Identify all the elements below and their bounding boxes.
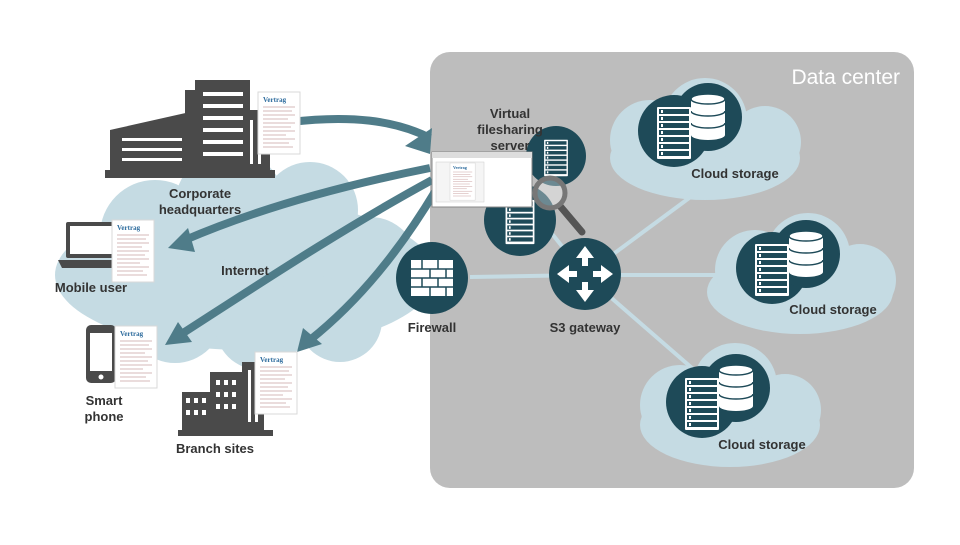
- magnifier-icon: [532, 175, 586, 236]
- internet-label: Internet: [221, 263, 269, 278]
- smartphone-icon: [86, 325, 116, 383]
- document-icon-branch: [254, 351, 298, 415]
- mobile-user-label: Mobile user: [54, 280, 128, 295]
- corporate-hq-label: Corporate headquarters: [158, 186, 242, 217]
- virtual-server-label: Virtual filesharing server: [477, 106, 543, 153]
- data-center-title: Data center: [791, 66, 900, 89]
- document-icon-mobile: [111, 219, 155, 283]
- arrow-server-to-branch: [297, 187, 440, 352]
- arrow-server-to-phone: [165, 176, 434, 345]
- document-icon-hq: [257, 91, 301, 155]
- arrow-server-to-mobile: [168, 164, 431, 252]
- smart-phone-label: Smart phone: [84, 393, 124, 424]
- firewall-label: Firewall: [407, 320, 457, 335]
- arrow-hq-to-server: [289, 114, 432, 154]
- document-icon-phone: [114, 325, 158, 389]
- cloud-storage-label-2: Cloud storage: [789, 302, 877, 317]
- corporate-building-icon: [105, 80, 275, 178]
- branch-sites-label: Branch sites: [175, 441, 255, 456]
- s3-gateway-label: S3 gateway: [549, 320, 621, 335]
- cloud-storage-label-1: Cloud storage: [691, 166, 779, 181]
- cloud-storage-label-3: Cloud storage: [718, 437, 806, 452]
- laptop-icon: [58, 222, 126, 268]
- router-arrows-icon: [549, 238, 621, 310]
- firewall-icon: [396, 242, 468, 314]
